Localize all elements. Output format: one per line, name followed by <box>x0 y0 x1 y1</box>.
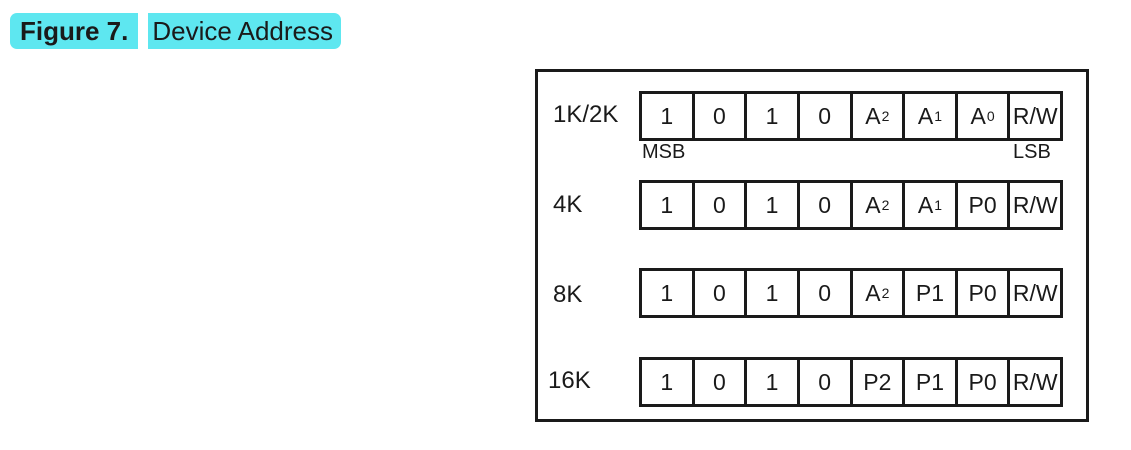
address-bit-cell: R/W <box>1010 271 1060 315</box>
address-bit-cell: 0 <box>800 94 853 138</box>
diagram-frame <box>535 69 1089 422</box>
bit-text: 1 <box>765 191 779 218</box>
bit-text: R/W <box>1012 191 1058 218</box>
figure-number: Figure 7. <box>10 13 139 49</box>
address-bit-cell: P0 <box>958 271 1011 315</box>
bit-text: 0 <box>713 191 726 218</box>
address-bit-cell: P1 <box>905 360 958 404</box>
bit-text: R/W <box>1012 368 1058 395</box>
bit-text: A <box>865 279 881 306</box>
address-bit-cell: 1 <box>642 94 695 138</box>
address-bit-cell: 0 <box>800 271 853 315</box>
address-bit-cell: P0 <box>958 360 1011 404</box>
bit-text: A <box>970 102 986 129</box>
bit-text: 0 <box>818 102 832 129</box>
address-bit-cell: 1 <box>747 360 800 404</box>
bit-text: 1 <box>660 102 674 129</box>
bit-text: 0 <box>818 368 832 395</box>
bit-text: 1 <box>765 279 779 306</box>
bit-text: P0 <box>968 279 997 306</box>
address-bit-cell: 0 <box>695 271 748 315</box>
address-bit-cell: 0 <box>695 183 748 227</box>
row-label: 4K <box>553 191 583 218</box>
bit-text: 1 <box>660 368 674 395</box>
bit-subscript: 1 <box>934 108 942 124</box>
bit-subscript: 0 <box>986 108 995 124</box>
bit-text: 1 <box>660 191 674 218</box>
bit-text: A <box>917 191 934 218</box>
bit-text: A <box>865 102 881 129</box>
address-bit-cell: R/W <box>1010 94 1060 138</box>
address-bit-cell: 1 <box>642 360 695 404</box>
bit-text: R/W <box>1012 279 1058 306</box>
bit-text: 1 <box>765 368 779 395</box>
bit-text: 0 <box>713 279 726 306</box>
bit-text: P2 <box>863 368 892 395</box>
bit-text: A <box>865 191 881 218</box>
address-bit-cell: R/W <box>1010 360 1060 404</box>
figure-title: Device Address <box>148 13 342 49</box>
msb-label: MSB <box>642 141 686 163</box>
address-bit-cell: 1 <box>642 183 695 227</box>
bit-text: 0 <box>818 279 832 306</box>
bit-text: P0 <box>968 368 997 395</box>
bit-text: P1 <box>915 368 944 395</box>
bit-text: 0 <box>713 368 726 395</box>
address-bit-cell: 0 <box>695 360 748 404</box>
address-bit-cell: 1 <box>747 183 800 227</box>
figure-caption: Figure 7. Device Address <box>10 13 342 49</box>
bit-text: 1 <box>765 102 779 129</box>
address-bit-cell: 0 <box>800 360 853 404</box>
address-bit-cell: 0 <box>800 183 853 227</box>
bit-text: R/W <box>1012 102 1058 129</box>
bit-subscript: 2 <box>881 108 890 124</box>
bit-text: P0 <box>968 191 997 218</box>
bit-subscript: 1 <box>934 197 942 213</box>
bit-subscript: 2 <box>881 197 890 213</box>
address-bit-cell: 1 <box>747 94 800 138</box>
address-bit-cell: R/W <box>1010 183 1060 227</box>
address-bit-cell: P0 <box>958 183 1011 227</box>
bit-subscript: 2 <box>881 285 890 301</box>
row-label: 1K/2K <box>553 101 619 128</box>
bit-text: 0 <box>713 102 726 129</box>
caption-gap <box>138 13 149 49</box>
lsb-label: LSB <box>1013 141 1051 163</box>
bit-text: 1 <box>660 279 674 306</box>
address-bit-cell: 1 <box>642 271 695 315</box>
row-label: 16K <box>548 367 591 394</box>
bit-text: 0 <box>818 191 832 218</box>
address-bit-cell: 0 <box>695 94 748 138</box>
bit-text: P1 <box>915 279 944 306</box>
address-bit-cell: P2 <box>853 360 906 404</box>
address-bit-cell: 1 <box>747 271 800 315</box>
bit-text: A <box>917 102 934 129</box>
address-bit-cell: P1 <box>905 271 958 315</box>
row-label: 8K <box>553 281 583 308</box>
address-register: 1 0 1 0 P2 P1 P0 R/W <box>639 357 1063 407</box>
